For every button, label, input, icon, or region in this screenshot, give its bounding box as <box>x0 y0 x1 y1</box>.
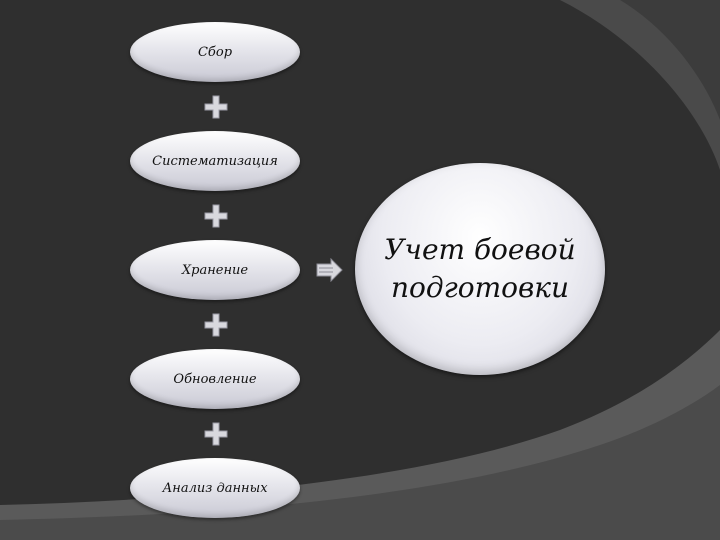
plus-icon <box>204 95 228 119</box>
stage-collect: Сбор <box>130 22 300 82</box>
stage-label: Анализ данных <box>162 480 268 496</box>
plus-icon <box>204 422 228 446</box>
stage-label: Сбор <box>197 44 233 60</box>
result-circle: Учет боевой подготовки <box>355 163 605 375</box>
stage-store: Хранение <box>130 240 300 300</box>
stage-label: Хранение <box>181 262 249 278</box>
right-arrow-icon <box>315 257 343 283</box>
stage-update: Обновление <box>130 349 300 409</box>
plus-icon <box>204 204 228 228</box>
stage-label: Обновление <box>173 371 257 387</box>
stage-analyze: Анализ данных <box>130 458 300 518</box>
plus-icon <box>204 313 228 337</box>
stage-systematize: Систематизация <box>130 131 300 191</box>
result-label: Учет боевой подготовки <box>384 233 576 304</box>
stage-label: Систематизация <box>152 153 278 169</box>
